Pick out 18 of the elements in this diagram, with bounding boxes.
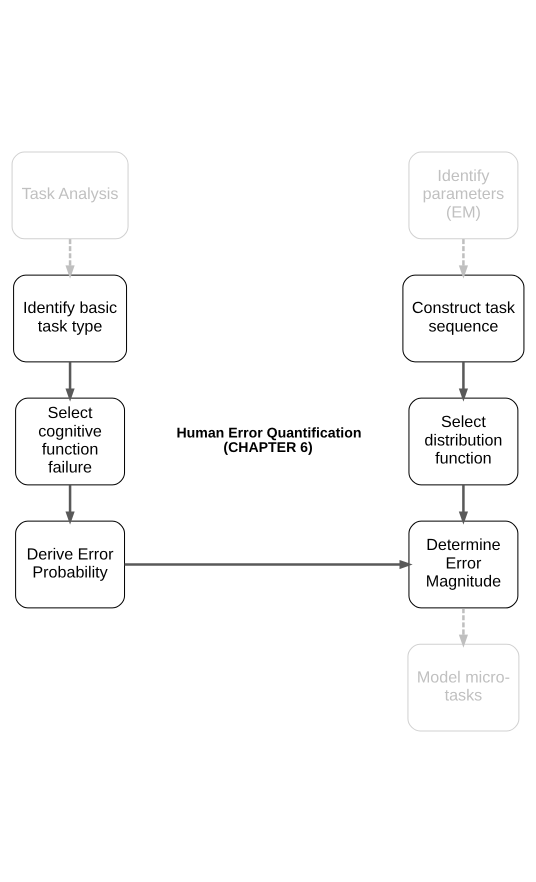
node-box: Select cognitive function failure: [15, 397, 126, 485]
arrow: [458, 238, 468, 278]
arrow: [458, 362, 468, 402]
arrow: [458, 484, 468, 524]
arrow: [458, 608, 468, 648]
arrow: [124, 559, 413, 569]
node-box: Task Analysis: [12, 151, 129, 239]
arrow: [65, 484, 75, 524]
node-box: Identify parameters (EM): [408, 151, 518, 239]
node-box: Determine Error Magnitude: [408, 520, 518, 608]
node-box: Construct task sequence: [402, 274, 524, 362]
node-box: Select distribution function: [408, 397, 518, 485]
arrow: [65, 238, 75, 278]
node-box: Derive Error Probability: [15, 520, 126, 608]
arrow: [65, 362, 75, 402]
label: Human Error Quantification (CHAPTER 6): [176, 424, 362, 454]
node-box: Model micro-tasks: [407, 643, 520, 731]
node-box: Identify basic task type: [13, 274, 128, 362]
